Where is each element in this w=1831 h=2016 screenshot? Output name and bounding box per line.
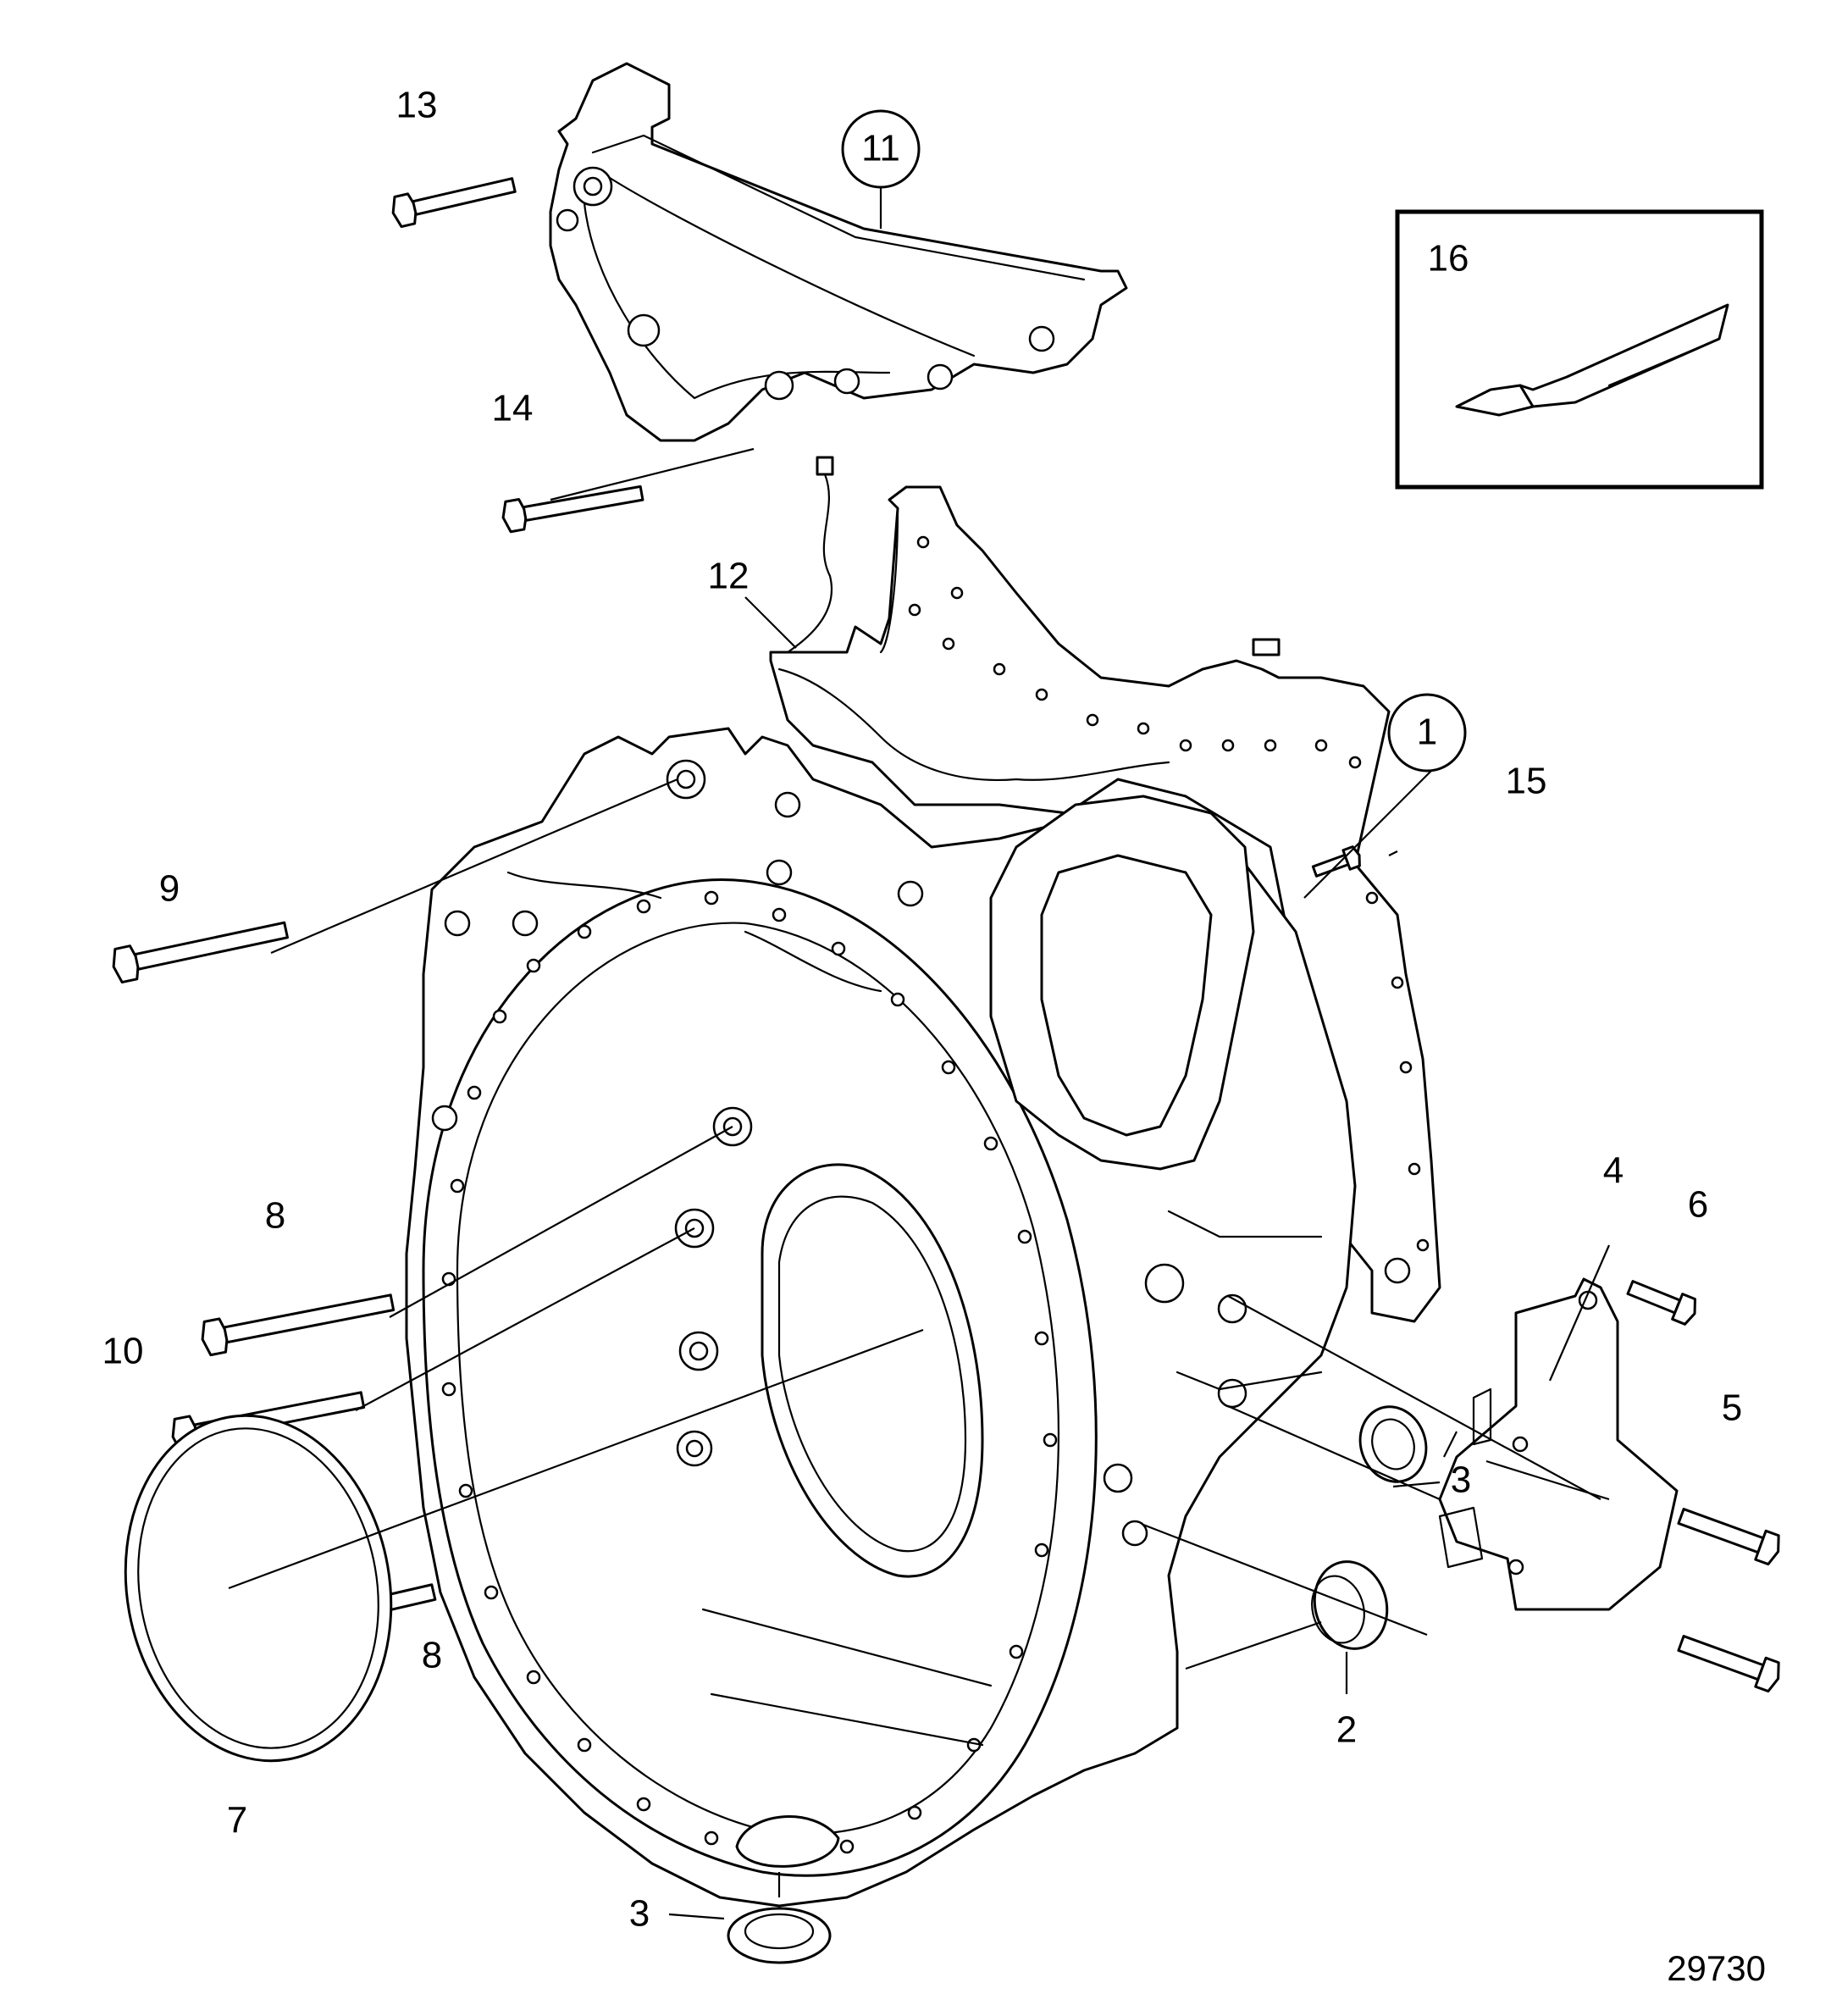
callout-15-label: 15 bbox=[1506, 761, 1547, 802]
bolt-8-upper bbox=[201, 1293, 396, 1357]
callout-13-label: 13 bbox=[396, 85, 438, 126]
callout-6-label: 6 bbox=[1688, 1184, 1708, 1226]
callout-16-label: 16 bbox=[1428, 238, 1469, 280]
callout-2-label: 2 bbox=[1336, 1709, 1357, 1751]
part-3-seal-bottom bbox=[727, 1907, 832, 1964]
bolt-lower-right bbox=[1677, 1635, 1780, 1693]
leader-lines bbox=[228, 186, 1611, 1920]
bolt-9 bbox=[112, 921, 289, 984]
part-11-cover-bracket bbox=[549, 62, 1128, 442]
callout-3-bottom-label: 3 bbox=[629, 1893, 650, 1935]
callout-1: 1 bbox=[1387, 693, 1467, 773]
part-4-bracket bbox=[1438, 1277, 1679, 1611]
callout-8-upper-label: 8 bbox=[265, 1195, 285, 1237]
part-7-o-ring bbox=[124, 1414, 393, 1763]
callout-11-label: 11 bbox=[861, 128, 900, 169]
sealant-tube-icon bbox=[1455, 303, 1729, 417]
bolt-5 bbox=[1677, 1508, 1780, 1566]
callout-1-label: 1 bbox=[1417, 712, 1437, 753]
figure-number: 29730 bbox=[1667, 1948, 1766, 1988]
callout-7-label: 7 bbox=[227, 1800, 247, 1842]
part-1-flywheel-housing bbox=[405, 727, 1357, 1908]
callout-11: 11 bbox=[841, 109, 921, 189]
bolt-13 bbox=[391, 177, 517, 229]
callout-9-label: 9 bbox=[159, 868, 180, 910]
callout-10-label: 10 bbox=[102, 1331, 144, 1372]
part-3-seal-right bbox=[1358, 1405, 1428, 1483]
inset-frame bbox=[1395, 209, 1764, 490]
gasket-holes bbox=[908, 535, 1430, 1284]
callout-3-right-label: 3 bbox=[1451, 1459, 1471, 1501]
bolt-14 bbox=[501, 485, 644, 534]
callout-5-label: 5 bbox=[1722, 1387, 1742, 1429]
bolt-6 bbox=[1626, 1280, 1696, 1326]
part-12-gasket bbox=[769, 456, 1441, 1323]
callout-14-label: 14 bbox=[492, 388, 534, 429]
callout-4-label: 4 bbox=[1603, 1150, 1624, 1192]
callout-8-lower-label: 8 bbox=[422, 1635, 442, 1676]
callout-12-label: 12 bbox=[708, 556, 750, 597]
